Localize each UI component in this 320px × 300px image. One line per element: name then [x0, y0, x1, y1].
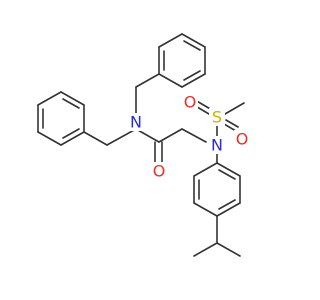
benzene-ring-left [37, 91, 85, 146]
bond-isopropyl-methyl-left [193, 242, 218, 257]
bond-carbonyl-ch2 [158, 128, 183, 143]
structure-diagram: N O N S O O [37, 33, 250, 257]
atom-labels: N O N S O O [128, 93, 250, 181]
bond-isopropyl-methyl-right [216, 242, 241, 257]
benzene-ring-aryl [193, 162, 241, 217]
bond-ch2-n-sulfonamide [181, 128, 207, 143]
bond-ring-top-ch2 [135, 73, 160, 88]
bond-ring-left-ch2 [83, 131, 108, 146]
bond-ch2-n-left [106, 128, 137, 146]
atom-o-sulfonyl-bottom: O [236, 130, 249, 149]
bond-sulfur-oxygen-bottom-b [225, 119, 239, 128]
atom-sulfur: S [212, 108, 222, 127]
molecule-canvas: N O N S O O [37, 33, 250, 257]
bond-sulfur-oxygen-bottom-a [223, 123, 237, 132]
bond-n-carbonyl [135, 128, 160, 143]
benzene-ring-top [158, 33, 206, 88]
atom-n-amide: N [130, 113, 142, 132]
atom-o-carbonyl: O [153, 162, 166, 181]
atom-o-sulfonyl-left: O [184, 93, 197, 112]
atom-n-sulfonamide: N [211, 136, 223, 155]
bond-sulfur-methyl [224, 102, 245, 115]
